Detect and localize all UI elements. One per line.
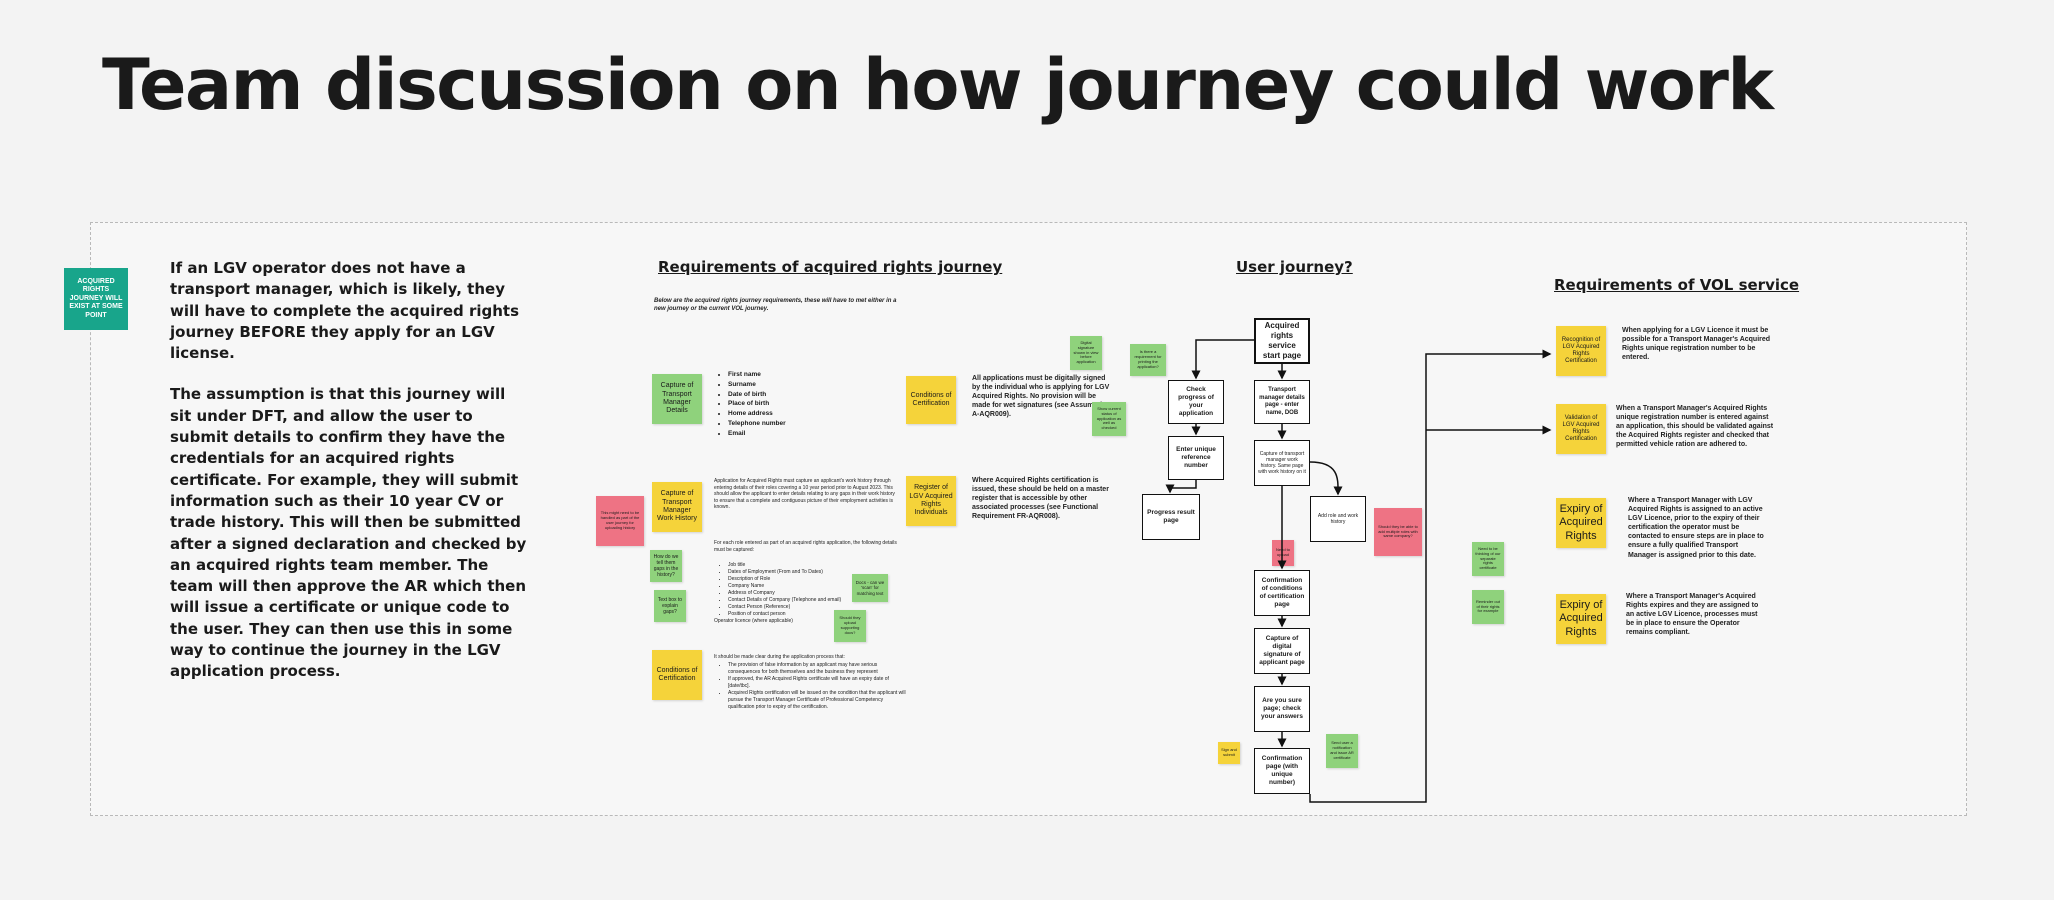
work-field: Contact Person (Reference): [728, 604, 841, 611]
user-journey-heading: User journey?: [1236, 258, 1353, 276]
board-frame: [90, 222, 1967, 816]
intro-text: If an LGV operator does not have a trans…: [170, 258, 530, 703]
journey-confirm-conditions[interactable]: Confirmation of conditions of certificat…: [1254, 570, 1310, 616]
note-conditions-mid[interactable]: Conditions of Certification: [906, 376, 956, 424]
journey-confirmation[interactable]: Confirmation page (with unique number): [1254, 748, 1310, 794]
note-need-upload[interactable]: Need to upload: [1272, 540, 1294, 566]
note-reminder[interactable]: Reminder out of their rights for example: [1472, 590, 1504, 624]
note-scan-docs[interactable]: Docs - can we 'scan' for matching text: [852, 574, 888, 602]
work-field: Address of Company: [728, 590, 841, 597]
journey-progress-result[interactable]: Progress result page: [1142, 494, 1200, 540]
tm-field: Telephone number: [728, 419, 786, 429]
note-capture-tm-details[interactable]: Capture of Transport Manager Details: [652, 374, 702, 424]
note-vol-expiry-1[interactable]: Expiry of Acquired Rights: [1556, 498, 1606, 548]
work-history-text: Application for Acquired Rights must cap…: [714, 478, 895, 510]
tm-field: First name: [728, 370, 786, 380]
note-gaps[interactable]: How do we tell them gaps in the history?: [650, 550, 682, 582]
note-sign-submit[interactable]: Sign and submit: [1218, 742, 1240, 764]
work-field: Description of Role: [728, 576, 841, 583]
condition-item: Acquired Rights certification will be is…: [728, 690, 908, 711]
work-history-fields: Job title Dates of Employment (From and …: [718, 562, 841, 618]
conditions-mid-text: All applications must be digitally signe…: [972, 375, 1111, 419]
note-pink-history[interactable]: This might need to be handled as part of…: [596, 496, 644, 546]
condition-item: If approved, the AR Acquired Rights cert…: [728, 676, 908, 690]
journey-work-history[interactable]: Capture of transport manager work histor…: [1254, 440, 1310, 486]
vol-recognition-text: When applying for a LGV Licence it must …: [1622, 327, 1771, 362]
note-vol-recognition[interactable]: Recognition of LGV Acquired Rights Certi…: [1556, 326, 1606, 376]
work-field: Contact Details of Company (Telephone an…: [728, 597, 841, 604]
work-history-extra: Operator licence (where applicable): [714, 618, 793, 624]
note-explain-gaps[interactable]: Text box to explain gaps?: [654, 590, 686, 622]
tm-fields-list: First name Surname Date of birth Place o…: [718, 370, 786, 438]
note-separate-rights[interactable]: Need to be thinking of our separate righ…: [1472, 542, 1504, 576]
note-multiple-roles[interactable]: Should they be able to add multiple role…: [1374, 508, 1422, 556]
vol-heading: Requirements of VOL service: [1554, 276, 1800, 294]
conditions-left-text: It should be made clear during the appli…: [714, 654, 845, 660]
tm-field: Place of birth: [728, 399, 786, 409]
intro-paragraph-1: If an LGV operator does not have a trans…: [170, 259, 520, 363]
work-history-text-2: For each role entered as part of an acqu…: [714, 540, 897, 553]
tm-field: Date of birth: [728, 390, 786, 400]
vol-validation-text: When a Transport Manager's Acquired Righ…: [1616, 405, 1774, 449]
vol-expiry-1-text: Where a Transport Manager with LGV Acqui…: [1628, 497, 1764, 559]
work-field: Company Name: [728, 583, 841, 590]
note-register[interactable]: Register of LGV Acquired Rights Individu…: [906, 476, 956, 526]
note-vol-expiry-2[interactable]: Expiry of Acquired Rights: [1556, 594, 1606, 644]
note-signature-view[interactable]: Digital signature shown in view before a…: [1070, 336, 1102, 370]
conditions-left-list: The provision of false information by an…: [718, 662, 908, 711]
note-status[interactable]: Show current status of application as we…: [1092, 402, 1126, 436]
teal-sticky-note[interactable]: ACQUIRED RIGHTS JOURNEY WILL EXIST AT SO…: [64, 268, 128, 330]
note-notification[interactable]: Send user a notification and issue AR ce…: [1326, 734, 1358, 768]
work-field: Dates of Employment (From and To Dates): [728, 569, 841, 576]
condition-item: The provision of false information by an…: [728, 662, 908, 676]
note-upload-docs[interactable]: Should they upload supporting docs?: [834, 610, 866, 642]
vol-expiry-2-text: Where a Transport Manager's Acquired Rig…: [1626, 593, 1759, 637]
journey-start[interactable]: Acquired rights service start page: [1254, 318, 1310, 364]
journey-check-answers[interactable]: Are you sure page; check your answers: [1254, 686, 1310, 732]
work-field: Position of contact person: [728, 611, 841, 618]
journey-check-progress[interactable]: Check progress of your application: [1168, 380, 1224, 424]
journey-add-role[interactable]: Add role and work history: [1310, 496, 1366, 542]
tm-field: Surname: [728, 380, 786, 390]
note-conditions-left[interactable]: Conditions of Certification: [652, 650, 702, 700]
journey-capture-signature[interactable]: Capture of digital signature of applican…: [1254, 628, 1310, 674]
page-title: Team discussion on how journey could wor…: [102, 44, 1774, 126]
tm-field: Home address: [728, 409, 786, 419]
register-text: Where Acquired Rights certification is i…: [972, 477, 1109, 521]
tm-field: Email: [728, 429, 786, 439]
requirements-heading: Requirements of acquired rights journey: [658, 258, 1003, 276]
requirements-subtitle: Below are the acquired rights journey re…: [654, 298, 897, 312]
note-printing[interactable]: Is there a requirement for printing the …: [1130, 344, 1166, 376]
note-capture-work-history[interactable]: Capture of Transport Manager Work Histor…: [652, 482, 702, 532]
note-vol-validation[interactable]: Validation of LGV Acquired Rights Certif…: [1556, 404, 1606, 454]
intro-paragraph-2: The assumption is that this journey will…: [170, 385, 527, 681]
work-field: Job title: [728, 562, 841, 569]
journey-enter-ref[interactable]: Enter unique reference number: [1168, 436, 1224, 480]
journey-tm-details[interactable]: Transport manager details page - enter n…: [1254, 380, 1310, 424]
